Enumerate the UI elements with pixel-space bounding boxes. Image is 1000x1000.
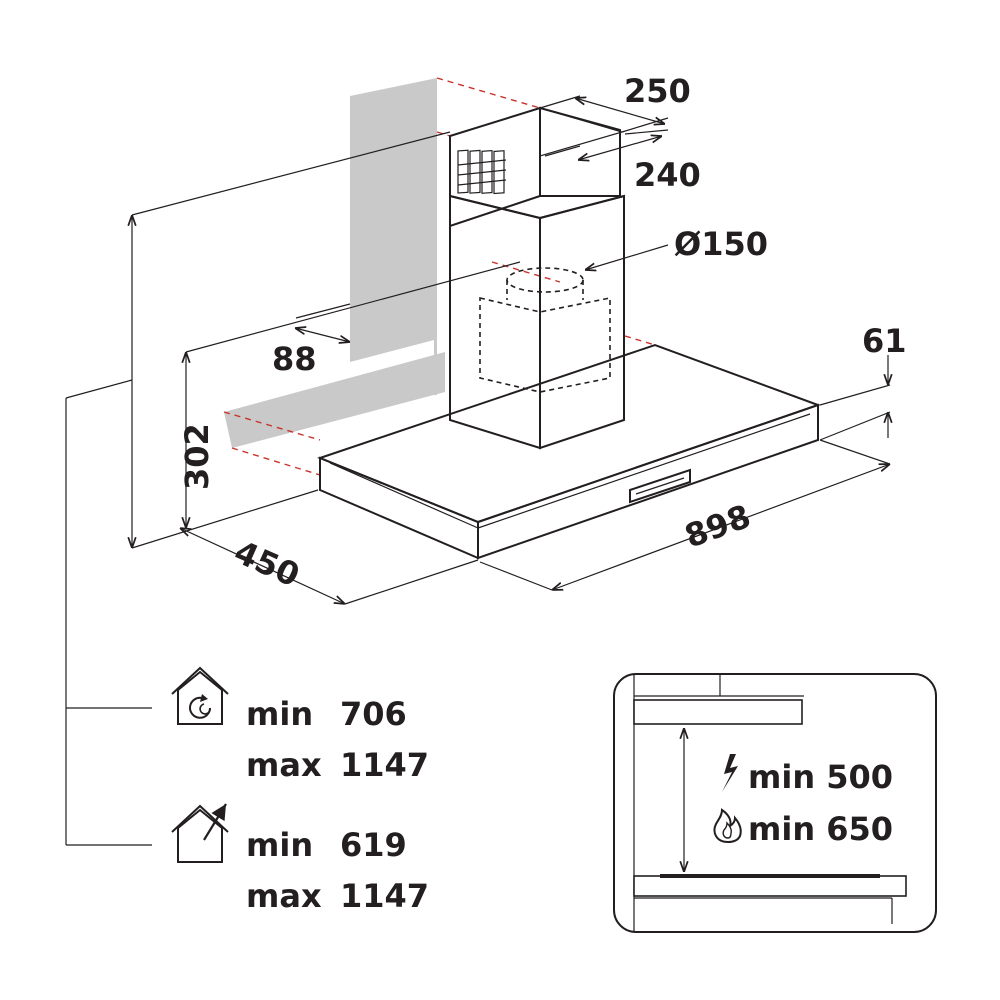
lightning-icon [722,754,738,792]
extraction-max-value: 1147 [340,877,429,915]
canopy-thickness-label: 61 [862,322,907,360]
control-panel [629,468,691,504]
chimney-outer-width-label: 250 [624,72,691,110]
width-label: 898 [680,497,756,556]
chimney-inner-width-label: 240 [634,156,701,194]
recirculation-max-value: 1147 [340,746,429,784]
dimension-lines [65,95,890,846]
recirculation-min-value: 706 [340,695,407,733]
house-recirculation-icon [171,666,229,725]
duct-diameter-label: Ø150 [674,225,768,263]
house-extraction-icon [171,803,229,863]
depth-label: 450 [229,533,305,595]
flame-icon [713,808,742,844]
extraction-max-label: max [246,877,322,915]
chimney [449,106,625,450]
projection-guides [223,77,656,476]
extraction-min-label: min [246,826,313,864]
wall-section [224,78,445,448]
canopy-height-label: 302 [178,423,216,490]
inset-hob [633,874,907,924]
recirculation-min-label: min [246,695,313,733]
clearance-inset: min 500 min 650 [613,673,937,933]
electric-clearance-label: min 500 [748,758,893,796]
vent-slots [457,149,507,195]
recirculation-legend: min 706 max 1147 [171,666,429,784]
extraction-legend: min 619 max 1147 [171,803,429,915]
wall-offset-label: 88 [272,340,317,378]
recirculation-max-label: max [246,746,322,784]
extraction-min-value: 619 [340,826,407,864]
gas-clearance-label: min 650 [748,810,893,848]
